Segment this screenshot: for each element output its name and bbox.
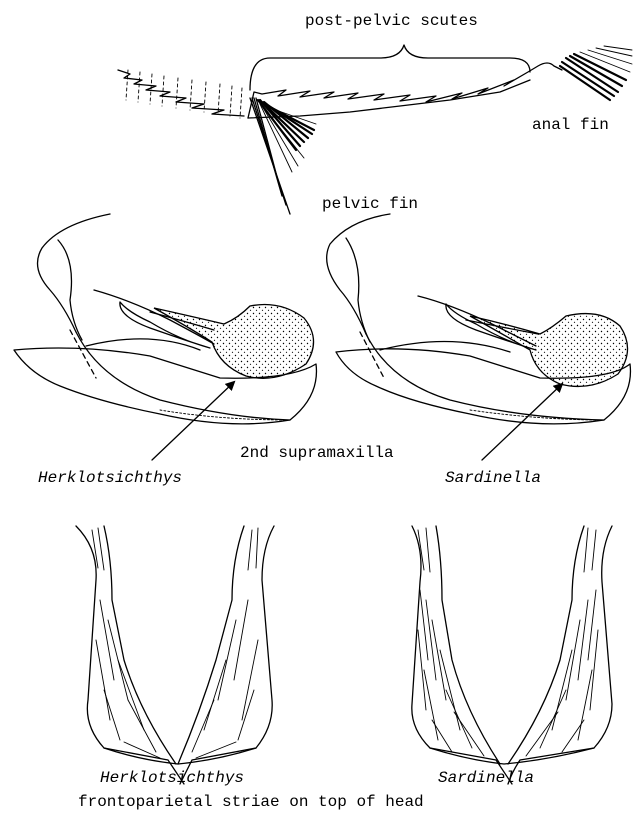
frontoparietal-caption: frontoparietal striae on top of head [78, 793, 424, 811]
maxilla-sardinella [327, 214, 631, 424]
sardinella-label-lower: Sardinella [438, 769, 534, 787]
post-pelvic-scutes-label: post-pelvic scutes [305, 12, 478, 30]
arrow-herklotsichthys [152, 382, 234, 460]
frontoparietal-sardinella [412, 526, 612, 784]
pelvic-fin-label: pelvic fin [322, 195, 418, 213]
herklotsichthys-label-lower: Herklotsichthys [100, 769, 244, 787]
sardinella-label-upper: Sardinella [445, 469, 541, 487]
anal-fin-label: anal fin [532, 116, 609, 134]
second-supramaxilla-label: 2nd supramaxilla [240, 444, 394, 462]
anal-fin [560, 46, 632, 100]
maxilla-herklotsichthys [14, 214, 316, 424]
pre-pelvic-scutes [118, 70, 244, 118]
herklotsichthys-label-upper: Herklotsichthys [38, 469, 182, 487]
post-pelvic-brace [250, 45, 530, 90]
scute-panel: post-pelvic scutes [118, 12, 632, 214]
post-pelvic-scutes [248, 63, 562, 118]
arrow-sardinella [482, 384, 562, 460]
frontoparietal-herklotsichthys [76, 526, 274, 784]
